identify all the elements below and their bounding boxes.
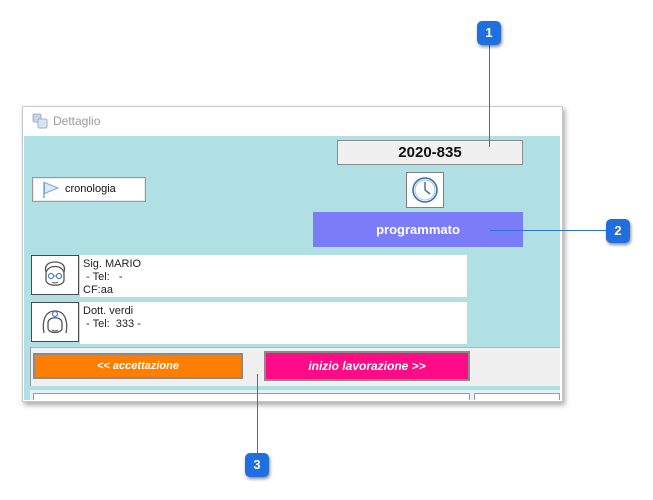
status-button[interactable]: programmato [313, 212, 523, 247]
clock-button[interactable] [406, 172, 444, 208]
chronology-button[interactable] [32, 177, 146, 202]
callout-1-badge: 1 [477, 21, 501, 45]
patient-info: Sig. MARIO - Tel: - CF:aa [80, 255, 467, 297]
patient-name: Sig. MARIO [83, 258, 142, 270]
app-icon [32, 113, 48, 129]
chronology-label: cronologia [65, 183, 116, 195]
doctor-avatar [31, 302, 79, 342]
elderly-man-icon [44, 261, 66, 286]
lower-field-secondary[interactable] [474, 393, 560, 400]
doctor-name: Dott. verdi [83, 305, 134, 317]
record-code: 2020-835 [337, 140, 523, 165]
callout-2-line [490, 230, 609, 231]
doctor-icon [42, 310, 68, 334]
window-title: Dettaglio [53, 114, 101, 128]
title-bar[interactable] [24, 107, 562, 135]
callout-3-badge: 3 [245, 453, 269, 477]
callout-2-badge: 2 [606, 219, 630, 243]
patient-fiscal-code: CF:aa [83, 284, 113, 296]
callout-3-line [257, 374, 258, 456]
start-work-button[interactable]: inizio lavorazione >> [264, 351, 470, 381]
doctor-info: Dott. verdi - Tel: 333 - [80, 302, 467, 344]
lower-field[interactable] [33, 393, 470, 400]
accept-button[interactable]: << accettazione [33, 353, 243, 379]
clock-icon [412, 177, 438, 203]
callout-1-line [489, 44, 490, 147]
doctor-phone: - Tel: 333 - [83, 318, 141, 330]
patient-phone: - Tel: - [83, 271, 123, 283]
flag-icon [43, 181, 60, 198]
patient-avatar [31, 255, 79, 295]
